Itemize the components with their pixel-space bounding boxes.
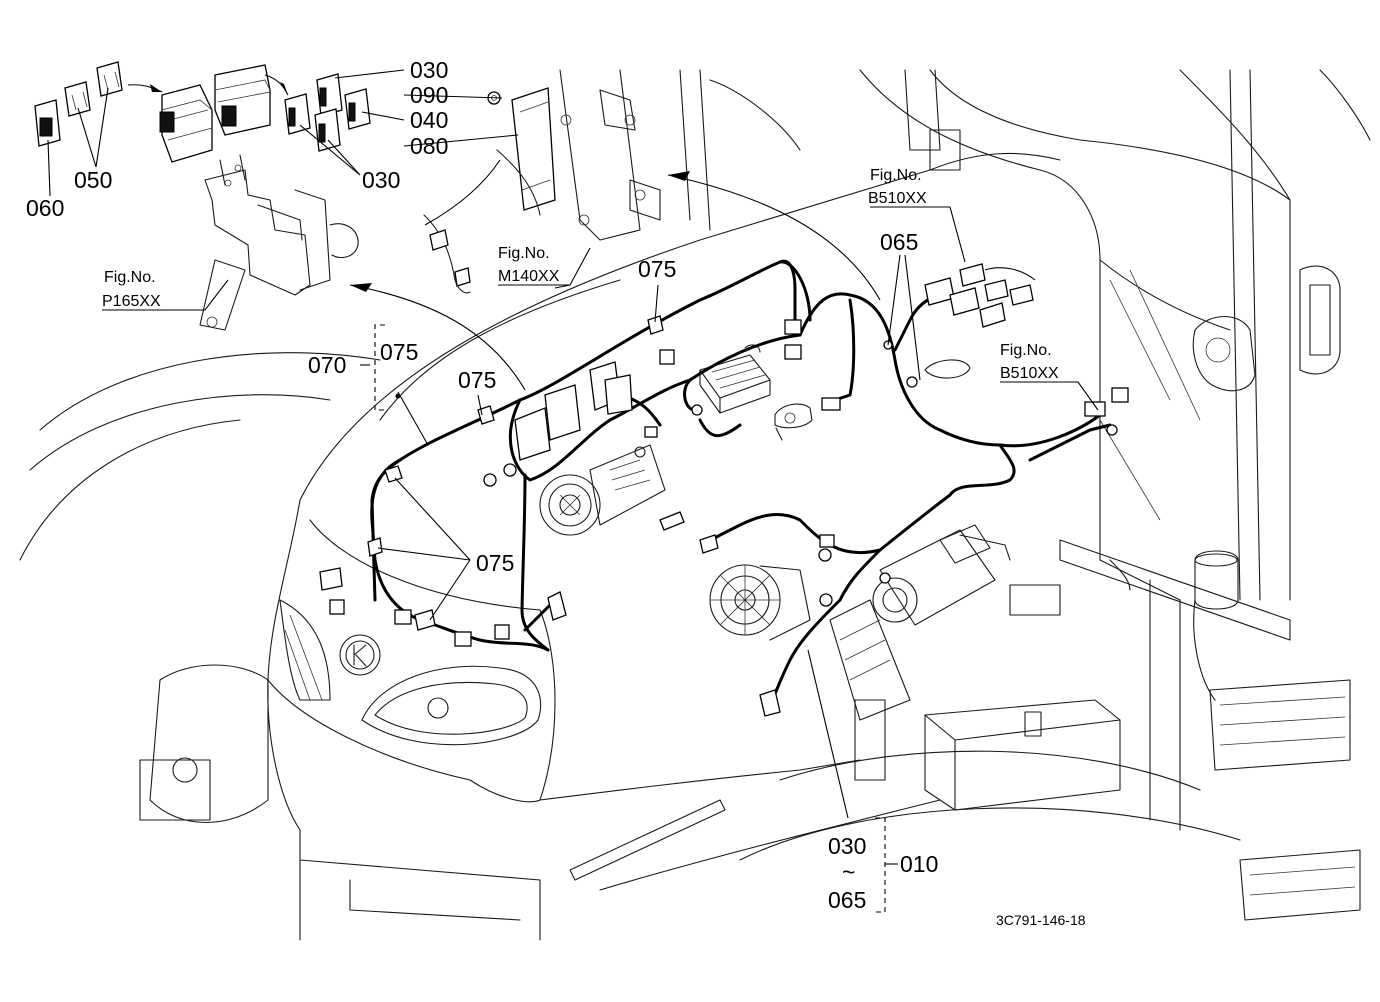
label-030-range: 030 [828,833,866,859]
label-060: 060 [26,195,64,221]
fig-ref-m140-title: Fig.No. [498,245,550,262]
ac-compressor [539,444,666,536]
fig-ref-b510-top: B510XX [868,190,927,207]
label-050: 050 [74,167,112,193]
label-075-mid: 075 [458,367,496,393]
alternator [709,564,811,641]
label-065-top: 065 [880,229,918,255]
label-030-top: 030 [410,57,448,83]
wiring-harness [370,259,1112,707]
drawing-code: 3C791-146-18 [996,912,1086,928]
label-065-range: 065 [828,887,866,913]
part-number-labels: 030 090 040 080 030 050 060 065 075 070 … [26,57,938,913]
figure-references: Fig.No. P165XX Fig.No. M140XX Fig.No. B5… [102,167,1059,382]
starter-motor [872,524,1061,626]
label-075-lower: 075 [476,550,514,576]
fig-ref-p165-title: Fig.No. [104,269,156,286]
fig-ref-b510-right-title: Fig.No. [1000,342,1052,359]
label-030-fuses: 030 [362,167,400,193]
leader-lines [47,69,1099,913]
fig-ref-p165: P165XX [102,293,161,310]
label-080: 080 [410,133,448,159]
label-090: 090 [410,82,448,108]
label-010: 010 [900,851,938,877]
fig-ref-m140: M140XX [498,268,560,285]
harness-connectors [319,263,1129,717]
label-tilde: ~ [842,859,855,885]
label-040: 040 [410,107,448,133]
fuse-relay-exploded [34,61,646,331]
engine-components [539,344,1061,721]
fig-ref-b510-right: B510XX [1000,365,1059,382]
label-075-top: 075 [638,256,676,282]
tractor-outline [19,69,1371,941]
label-070: 070 [308,352,346,378]
label-075-harness: 075 [380,339,418,365]
fig-ref-b510-top-title: Fig.No. [870,167,922,184]
